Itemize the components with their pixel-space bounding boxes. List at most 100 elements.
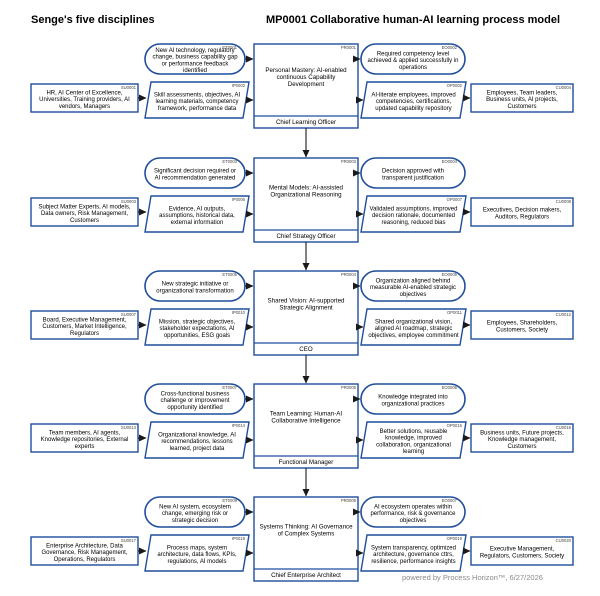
process-box[interactable]: [253, 383, 359, 469]
diagram-title-right: MP0001 Collaborative human-AI learning p…: [266, 14, 561, 26]
end-event-id: EO0002: [442, 45, 458, 50]
process-box[interactable]: [253, 270, 359, 356]
output-id: OP0007: [447, 197, 463, 202]
supplier-id: SU0013: [121, 425, 137, 430]
output-id: OP0019: [447, 536, 463, 541]
supplier-id: SU0007: [121, 312, 137, 317]
event-id: ET0007: [222, 385, 237, 390]
diagram-title-left: Senge's five disciplines: [31, 14, 155, 26]
output-id: OP0002: [447, 83, 463, 88]
supplier-id: SU0003: [121, 199, 137, 204]
end-event[interactable]: [360, 496, 466, 528]
end-event[interactable]: [360, 270, 466, 302]
process-role: Chief Enterprise Architect: [271, 572, 341, 579]
input-text: Evidence, AI outputs,assumptions, histor…: [159, 206, 235, 225]
end-event[interactable]: [360, 383, 466, 415]
output-box[interactable]: [360, 81, 467, 119]
input-box[interactable]: [144, 195, 250, 233]
input-box[interactable]: [144, 81, 250, 119]
output-box[interactable]: [360, 421, 467, 459]
supplier-text: HR, AI Center of Excellence,Universities…: [39, 90, 130, 109]
input-id: IP0010: [232, 310, 246, 315]
output-box[interactable]: [360, 195, 467, 233]
supplier-box[interactable]: [30, 83, 139, 113]
event-id: ET0005: [222, 272, 237, 277]
process-role: CEO: [299, 346, 313, 353]
customer-text: Executive Management,Regulators, Custome…: [480, 547, 564, 560]
customer-id: CU0020: [556, 538, 572, 543]
input-box[interactable]: [144, 421, 250, 459]
customer-box[interactable]: [470, 423, 574, 453]
process-id: PR0004: [341, 272, 357, 277]
customer-id: CU0016: [556, 425, 572, 430]
input-text: Mission, strategic objectives,stakeholde…: [159, 319, 236, 338]
process-role: Functional Manager: [279, 459, 334, 466]
supplier-id: SU0017: [121, 538, 137, 543]
process-id: PR0005: [341, 385, 357, 390]
end-event-id: EO0004: [442, 159, 458, 164]
customer-id: CU0004: [556, 85, 572, 90]
input-box[interactable]: [144, 308, 250, 346]
event-id: ET0009: [222, 498, 237, 503]
customer-text: Business units, Future projects,Knowledg…: [480, 430, 564, 449]
end-event-id: EO0007: [442, 498, 458, 503]
customer-box[interactable]: [470, 197, 574, 227]
process-role: Chief Strategy Officer: [276, 233, 335, 240]
output-box[interactable]: [360, 308, 467, 346]
footer-credit: powered by Process Horizon™, 6/27/2026: [402, 573, 543, 582]
event-id: ET0001: [222, 45, 237, 50]
customer-box[interactable]: [470, 310, 574, 340]
process-box[interactable]: [253, 496, 359, 582]
process-role: Chief Learning Officer: [276, 119, 336, 126]
end-event[interactable]: [360, 157, 466, 189]
event-id: ET0003: [222, 159, 237, 164]
supplier-text: Board, Executive Management,Customers, M…: [42, 317, 127, 336]
customer-id: CU0008: [556, 199, 572, 204]
output-id: OP0011: [447, 310, 463, 315]
customer-id: CU0012: [556, 312, 572, 317]
input-id: IP0018: [232, 536, 246, 541]
customer-text: Executives, Decision makers,Auditors, Re…: [483, 208, 562, 221]
output-box[interactable]: [360, 534, 467, 572]
supplier-text: Team members, AI agents,Knowledge reposi…: [41, 430, 129, 449]
supplier-box[interactable]: [30, 310, 139, 340]
end-event[interactable]: [360, 43, 466, 75]
supplier-text: Subject Matter Experts, AI models,Data o…: [38, 204, 130, 223]
output-id: OP0015: [447, 423, 463, 428]
customer-box[interactable]: [470, 536, 574, 566]
input-id: IP0002: [232, 83, 246, 88]
customer-box[interactable]: [470, 83, 574, 113]
supplier-box[interactable]: [30, 536, 139, 566]
supplier-box[interactable]: [30, 197, 139, 227]
process-box[interactable]: [253, 157, 359, 243]
end-event-id: EO0006: [442, 385, 458, 390]
customer-text: Employees, Team leaders,Business units, …: [486, 90, 558, 109]
input-box[interactable]: [144, 534, 250, 572]
process-box[interactable]: [253, 43, 359, 129]
process-id: PR0003: [341, 159, 357, 164]
supplier-id: SU0001: [121, 85, 137, 90]
process-id: PR0006: [341, 498, 357, 503]
input-id: IP0014: [232, 423, 246, 428]
